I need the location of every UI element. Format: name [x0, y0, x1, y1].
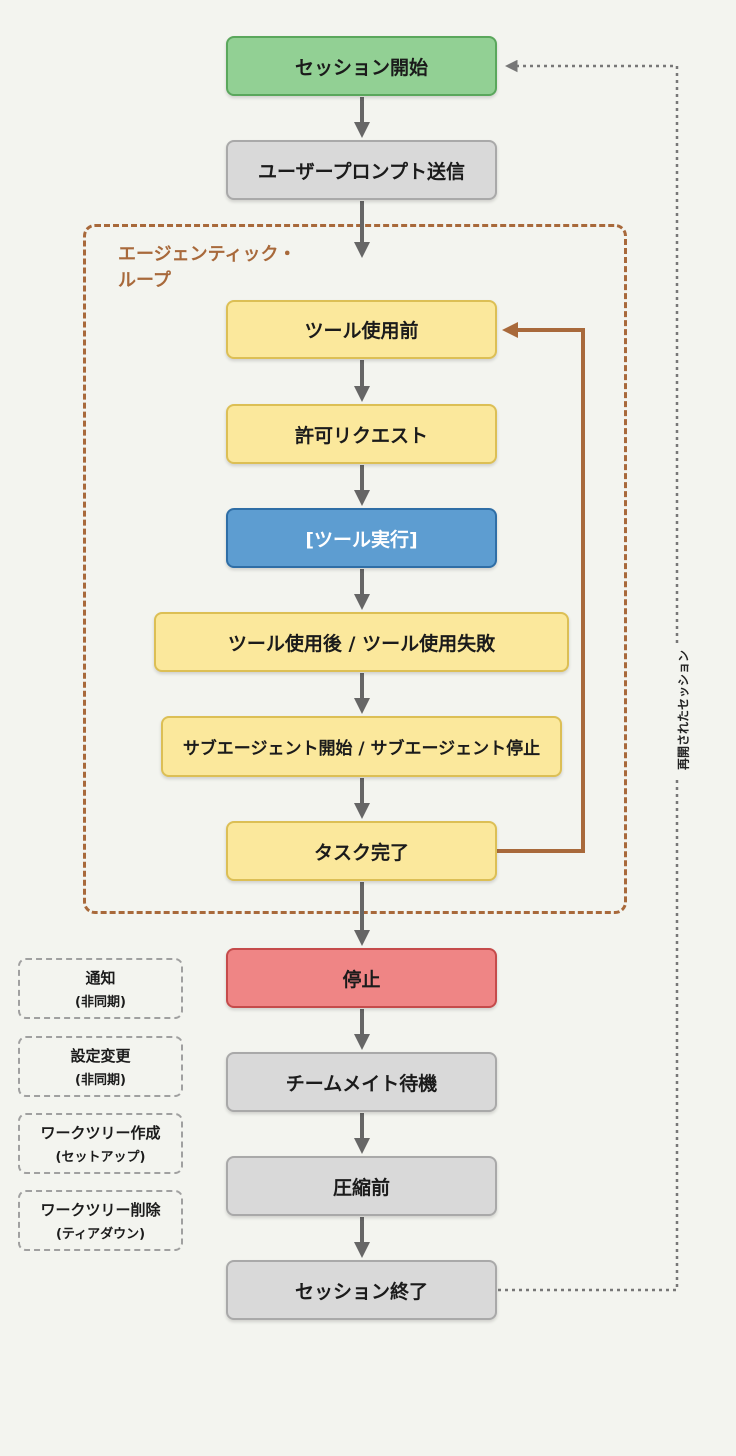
side-event-title: 設定変更 — [70, 1047, 131, 1065]
node-permission-request: 許可リクエスト — [226, 404, 497, 464]
resume-session-arrow — [498, 59, 679, 1292]
agentic-loop-container — [83, 224, 627, 914]
node-session-end: セッション終了 — [226, 1260, 497, 1320]
node-pre-tool-use: ツール使用前 — [226, 300, 497, 359]
side-event-config-change: 設定変更 (非同期) — [18, 1036, 183, 1097]
side-event-subtitle: (非同期) — [75, 1073, 126, 1088]
side-event-subtitle: (セットアップ) — [55, 1150, 146, 1165]
node-user-prompt-submit: ユーザープロンプト送信 — [226, 140, 497, 200]
side-event-subtitle: (非同期) — [75, 995, 126, 1010]
side-event-worktree-create: ワークツリー作成 (セットアップ) — [18, 1113, 183, 1174]
node-post-tool-use: ツール使用後 / ツール使用失敗 — [154, 612, 569, 672]
loop-label-line2: ループ — [118, 270, 171, 291]
node-teammate-idle: チームメイト待機 — [226, 1052, 497, 1112]
loop-back-arrow — [497, 322, 585, 853]
side-event-title: ワークツリー削除 — [40, 1201, 161, 1219]
side-event-worktree-remove: ワークツリー削除 (ティアダウン) — [18, 1190, 183, 1251]
resumed-session-label: 再開されたセッション — [674, 643, 692, 777]
loop-label-line1: エージェンティック・ — [118, 244, 297, 265]
side-event-subtitle: (ティアダウン) — [55, 1227, 146, 1242]
node-pre-compact: 圧縮前 — [226, 1156, 497, 1216]
side-event-title: ワークツリー作成 — [40, 1124, 161, 1142]
node-tool-execution: [ツール実行] — [226, 508, 497, 568]
node-session-start: セッション開始 — [226, 36, 497, 96]
node-stop: 停止 — [226, 948, 497, 1008]
node-subagent-start-stop: サブエージェント開始 / サブエージェント停止 — [161, 716, 562, 777]
side-event-title: 通知 — [85, 969, 116, 987]
agentic-loop-label: エージェンティック・ ループ — [118, 242, 296, 294]
node-task-complete: タスク完了 — [226, 821, 497, 881]
side-event-notification: 通知 (非同期) — [18, 958, 183, 1019]
